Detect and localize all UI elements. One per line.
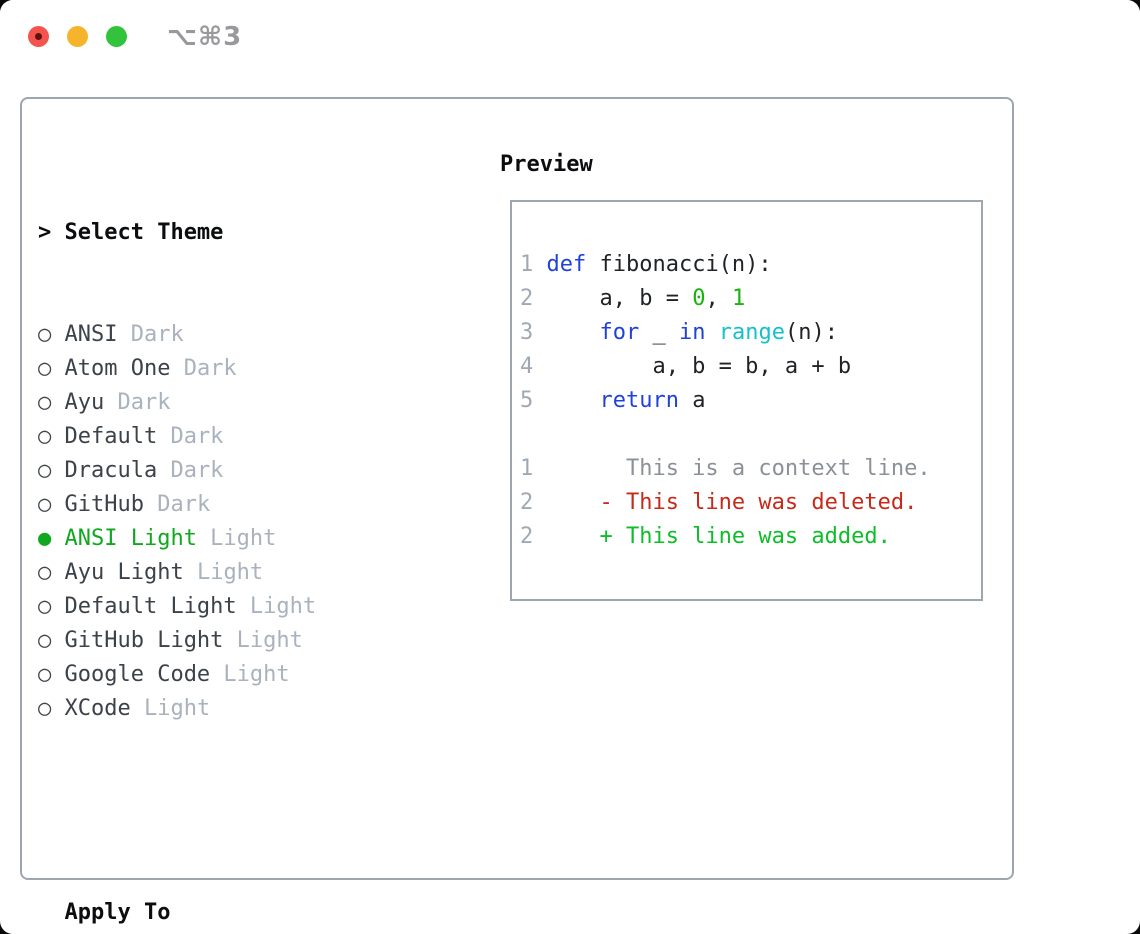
theme-variant: Light [196,526,277,551]
theme-name: Google Code [64,662,211,687]
radio-icon: ○ [38,492,52,517]
radio-icon: ○ [38,696,52,721]
theme-list: ○ ANSI Dark ○ Atom One Dark ○ Ayu Dark ○ Defaul… [38,318,409,726]
theme-list-panel: > Select Theme ○ ANSI Dark ○ Atom One Dark ○ A… [38,148,409,934]
line-number: 1 [520,252,534,277]
radio-icon: ○ [38,662,52,687]
theme-option[interactable]: ○ Ayu Light Light [38,556,409,590]
code-line [520,418,975,452]
radio-icon: ○ [38,594,52,619]
code-line: 2 - This line was deleted. [520,486,975,520]
theme-option[interactable]: ○ Dracula Dark [38,454,409,488]
theme-name: GitHub Light [64,628,224,653]
theme-variant: Dark [157,424,224,449]
line-number: 2 [520,524,534,549]
line-number: 3 [520,320,534,345]
minimize-button[interactable] [67,26,88,47]
theme-name: Atom One [64,356,171,381]
preview-title: Preview [500,152,593,177]
apply-to-header: Apply To [38,896,409,930]
theme-variant: Dark [170,356,237,381]
line-number: 5 [520,388,534,413]
line-number: 1 [520,456,534,481]
radio-selected-icon: ● [38,526,52,551]
theme-option[interactable]: ○ Ayu Dark [38,386,409,420]
theme-variant: Dark [143,492,211,517]
theme-variant: Dark [117,322,184,347]
theme-name: Ayu [64,390,105,415]
spacer [38,794,409,828]
theme-option[interactable]: ○ Default Light Light [38,590,409,624]
radio-icon: ○ [38,390,52,415]
radio-icon: ○ [38,356,52,381]
theme-option[interactable]: ○ Default Dark [38,420,409,454]
code-line: 4 a, b = b, a + b [520,350,975,384]
code-line: 2 a, b = 0, 1 [520,282,975,316]
prompt-icon: > [38,220,52,245]
line-number: 2 [520,286,534,311]
close-button[interactable] [28,26,49,47]
theme-variant: Dark [104,390,171,415]
zoom-button[interactable] [106,26,127,47]
theme-name: ANSI [64,322,118,347]
theme-variant: Light [210,662,290,687]
line-number: 2 [520,490,534,515]
theme-variant: Light [236,594,317,619]
theme-variant: Dark [157,458,224,483]
select-theme-title: Select Theme [64,220,224,245]
window-title: ⌥⌘3 [167,22,243,52]
theme-variant: Light [130,696,211,721]
select-theme-header: > Select Theme [38,216,409,250]
radio-icon: ○ [38,560,52,585]
code-line: 1 This is a context line. [520,452,975,486]
theme-option[interactable]: ○ XCode Light [38,692,409,726]
theme-name: GitHub [64,492,144,517]
theme-option[interactable]: ● ANSI Light Light [38,522,409,556]
code-line: 2 + This line was added. [520,520,975,554]
close-button-dot-icon [35,33,42,40]
apply-to-title: Apply To [64,900,171,925]
theme-name: Default [64,424,158,449]
theme-name: ANSI Light [64,526,197,551]
theme-name: XCode [64,696,131,721]
theme-variant: Light [223,628,303,653]
theme-name: Dracula [64,458,158,483]
radio-icon: ○ [38,628,52,653]
theme-option[interactable]: ○ ANSI Dark [38,318,409,352]
theme-option[interactable]: ○ Google Code Light [38,658,409,692]
theme-name: Default Light [64,594,237,619]
theme-option[interactable]: ○ GitHub Dark [38,488,409,522]
code-line: 5 return a [520,384,975,418]
theme-variant: Light [183,560,264,585]
theme-name: Ayu Light [64,560,184,585]
radio-icon: ○ [38,424,52,449]
radio-icon: ○ [38,458,52,483]
code-line: 3 for _ in range(n): [520,316,975,350]
theme-option[interactable]: ○ Atom One Dark [38,352,409,386]
line-number: 4 [520,354,534,379]
theme-option[interactable]: ○ GitHub Light Light [38,624,409,658]
titlebar: ⌥⌘3 [0,0,1140,75]
radio-icon: ○ [38,322,52,347]
